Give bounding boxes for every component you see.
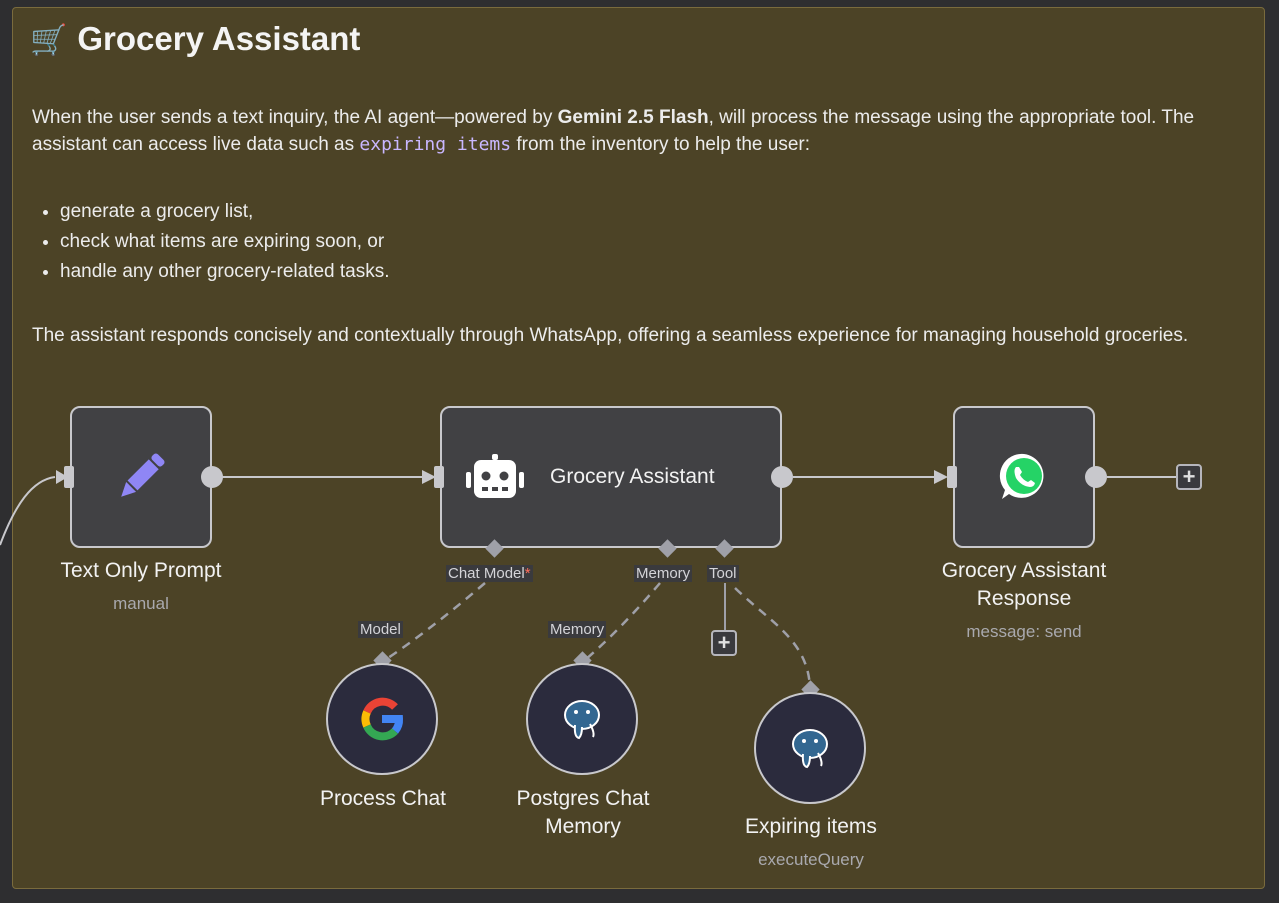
node-title: Process Chat [319, 787, 447, 810]
input-handle[interactable] [434, 466, 444, 488]
intro-text-3: from the inventory to help the user: [511, 134, 810, 155]
add-node-button[interactable]: + [1176, 464, 1202, 490]
title-line: Postgres Chat [516, 787, 650, 810]
model-name: Gemini 2.5 Flash [557, 107, 709, 128]
pencil-icon [121, 453, 165, 497]
intro-text: When the user sends a text inquiry, the … [32, 107, 558, 128]
task-list: generate a grocery list, check what item… [32, 197, 1160, 287]
tool-port-label: Tool [707, 565, 739, 582]
memory-port-label: Memory [634, 565, 693, 582]
node-text-only-prompt[interactable] [70, 406, 212, 548]
port-label-text: Chat Model [448, 565, 525, 582]
postgres-icon [792, 729, 828, 769]
intro-paragraph: When the user sends a text inquiry, the … [32, 104, 1252, 158]
shopping-cart-icon: 🛒 [30, 24, 68, 57]
list-item: generate a grocery list, [60, 197, 1160, 227]
closing-paragraph: The assistant responds concisely and con… [32, 325, 1189, 346]
list-item: handle any other grocery-related tasks. [60, 257, 1160, 287]
node-grocery-assistant-response[interactable] [953, 406, 1095, 548]
sticky-title: 🛒 Grocery Assistant [30, 20, 360, 58]
postgres-icon [564, 700, 600, 740]
add-tool-button[interactable]: + [711, 630, 737, 656]
chat-model-port-label: Chat Model* [446, 565, 533, 582]
node-grocery-assistant[interactable]: Grocery Assistant [440, 406, 782, 548]
robot-icon [466, 454, 524, 498]
output-handle[interactable] [201, 466, 223, 488]
node-title: Expiring items [745, 815, 877, 838]
node-postgres-chat-memory[interactable] [526, 663, 638, 775]
output-handle[interactable] [771, 466, 793, 488]
memory-in-port-label: Memory [548, 621, 607, 638]
input-handle[interactable] [947, 466, 957, 488]
sticky-title-text: Grocery Assistant [77, 20, 361, 57]
title-line: Grocery Assistant [941, 559, 1107, 582]
whatsapp-icon [999, 453, 1044, 499]
node-process-chat[interactable] [326, 663, 438, 775]
output-handle[interactable] [1085, 466, 1107, 488]
node-title: Text Only Prompt [60, 559, 222, 582]
list-item: check what items are expiring soon, or [60, 227, 1160, 257]
google-icon [361, 697, 403, 741]
node-subtitle: message: send [966, 622, 1082, 641]
node-subtitle: executeQuery [758, 850, 864, 869]
required-marker: * [524, 565, 531, 582]
title-line: Response [976, 587, 1072, 610]
input-handle[interactable] [64, 466, 74, 488]
node-expiring-items[interactable] [754, 692, 866, 804]
inline-code: expiring items [359, 134, 512, 155]
node-subtitle: manual [113, 594, 169, 613]
title-line: Memory [545, 815, 621, 838]
intro-text-2: , will process the message using the app… [32, 107, 1195, 155]
agent-title: Grocery Assistant [550, 465, 715, 488]
model-port-label: Model [358, 621, 403, 638]
